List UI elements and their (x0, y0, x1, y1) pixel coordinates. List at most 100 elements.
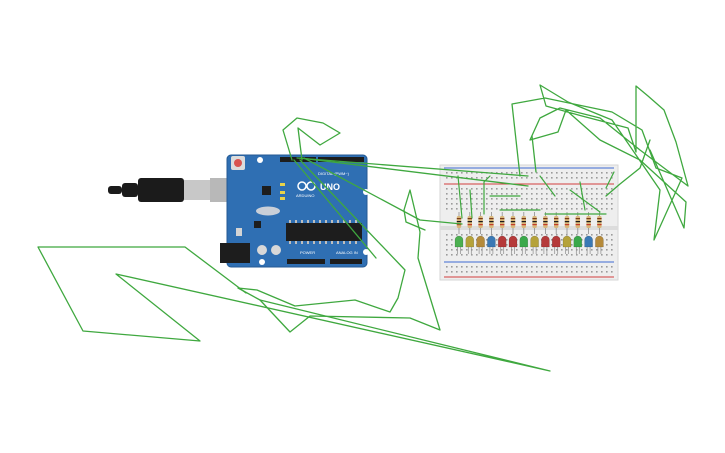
breadboard-hole[interactable] (536, 254, 538, 256)
breadboard-hole[interactable] (556, 208, 558, 210)
breadboard-hole[interactable] (551, 177, 553, 179)
breadboard-hole[interactable] (556, 193, 558, 195)
breadboard-hole[interactable] (521, 188, 523, 190)
breadboard-hole[interactable] (531, 177, 533, 179)
breadboard-hole[interactable] (491, 234, 493, 236)
breadboard-hole[interactable] (586, 177, 588, 179)
breadboard-hole[interactable] (481, 203, 483, 205)
breadboard-hole[interactable] (531, 188, 533, 190)
breadboard-hole[interactable] (571, 172, 573, 174)
breadboard-hole[interactable] (446, 193, 448, 195)
breadboard-hole[interactable] (446, 266, 448, 268)
breadboard-hole[interactable] (486, 198, 488, 200)
breadboard-hole[interactable] (541, 188, 543, 190)
breadboard-hole[interactable] (601, 188, 603, 190)
breadboard-hole[interactable] (576, 193, 578, 195)
breadboard-hole[interactable] (591, 249, 593, 251)
breadboard-hole[interactable] (576, 203, 578, 205)
tangled-wires[interactable] (37, 84, 689, 372)
breadboard-hole[interactable] (591, 188, 593, 190)
wire-tangle-left[interactable] (37, 246, 551, 372)
breadboard-hole[interactable] (471, 234, 473, 236)
breadboard-hole[interactable] (471, 254, 473, 256)
breadboard-hole[interactable] (561, 188, 563, 190)
breadboard-hole[interactable] (516, 198, 518, 200)
breadboard-hole[interactable] (591, 172, 593, 174)
breadboard-hole[interactable] (611, 198, 613, 200)
breadboard-hole[interactable] (511, 208, 513, 210)
led[interactable] (541, 235, 550, 248)
breadboard-hole[interactable] (586, 208, 588, 210)
breadboard-hole[interactable] (546, 177, 548, 179)
usb-cable[interactable] (108, 178, 228, 202)
breadboard-hole[interactable] (561, 177, 563, 179)
breadboard-hole[interactable] (536, 266, 538, 268)
breadboard-hole[interactable] (536, 188, 538, 190)
breadboard-hole[interactable] (491, 203, 493, 205)
breadboard-hole[interactable] (496, 266, 498, 268)
breadboard-hole[interactable] (456, 172, 458, 174)
breadboard-hole[interactable] (596, 198, 598, 200)
breadboard-hole[interactable] (501, 203, 503, 205)
breadboard-hole[interactable] (516, 266, 518, 268)
breadboard-hole[interactable] (451, 239, 453, 241)
breadboard-hole[interactable] (506, 193, 508, 195)
breadboard-hole[interactable] (576, 188, 578, 190)
breadboard-hole[interactable] (541, 193, 543, 195)
breadboard-hole[interactable] (496, 172, 498, 174)
breadboard-hole[interactable] (471, 198, 473, 200)
breadboard-hole[interactable] (576, 234, 578, 236)
breadboard-hole[interactable] (546, 271, 548, 273)
breadboard-hole[interactable] (606, 249, 608, 251)
breadboard-hole[interactable] (551, 203, 553, 205)
breadboard-hole[interactable] (601, 177, 603, 179)
breadboard-hole[interactable] (446, 254, 448, 256)
breadboard-hole[interactable] (586, 198, 588, 200)
breadboard-hole[interactable] (476, 188, 478, 190)
breadboard-hole[interactable] (556, 271, 558, 273)
breadboard-hole[interactable] (461, 208, 463, 210)
breadboard-hole[interactable] (486, 244, 488, 246)
led[interactable] (454, 235, 464, 248)
wire-tangle-right-down[interactable] (531, 135, 537, 173)
breadboard-hole[interactable] (576, 198, 578, 200)
breadboard-hole[interactable] (541, 271, 543, 273)
breadboard-hole[interactable] (466, 208, 468, 210)
breadboard-hole[interactable] (536, 177, 538, 179)
breadboard-hole[interactable] (566, 271, 568, 273)
breadboard-hole[interactable] (471, 188, 473, 190)
breadboard-hole[interactable] (481, 271, 483, 273)
digital-header-left[interactable] (280, 157, 316, 162)
breadboard-hole[interactable] (596, 177, 598, 179)
breadboard-hole[interactable] (466, 249, 468, 251)
breadboard-hole[interactable] (566, 203, 568, 205)
breadboard-hole[interactable] (496, 234, 498, 236)
wire-tangle-right[interactable] (511, 84, 689, 241)
led[interactable] (530, 235, 539, 248)
breadboard-hole[interactable] (601, 254, 603, 256)
breadboard-hole[interactable] (566, 188, 568, 190)
breadboard-hole[interactable] (531, 198, 533, 200)
breadboard-hole[interactable] (446, 234, 448, 236)
breadboard-hole[interactable] (601, 249, 603, 251)
breadboard-hole[interactable] (541, 203, 543, 205)
breadboard-hole[interactable] (581, 203, 583, 205)
breadboard-hole[interactable] (566, 266, 568, 268)
led-row[interactable] (454, 235, 604, 254)
breadboard-hole[interactable] (596, 188, 598, 190)
breadboard-hole[interactable] (451, 234, 453, 236)
breadboard-hole[interactable] (536, 172, 538, 174)
breadboard-hole[interactable] (556, 198, 558, 200)
breadboard-hole[interactable] (586, 188, 588, 190)
breadboard-hole[interactable] (561, 239, 563, 241)
breadboard-hole[interactable] (506, 271, 508, 273)
breadboard-hole[interactable] (501, 177, 503, 179)
breadboard-hole[interactable] (571, 249, 573, 251)
breadboard-hole[interactable] (606, 203, 608, 205)
led[interactable] (465, 235, 475, 248)
breadboard-hole[interactable] (596, 249, 598, 251)
breadboard-hole[interactable] (596, 208, 598, 210)
led[interactable] (497, 235, 507, 248)
breadboard-hole[interactable] (501, 266, 503, 268)
breadboard-hole[interactable] (451, 271, 453, 273)
